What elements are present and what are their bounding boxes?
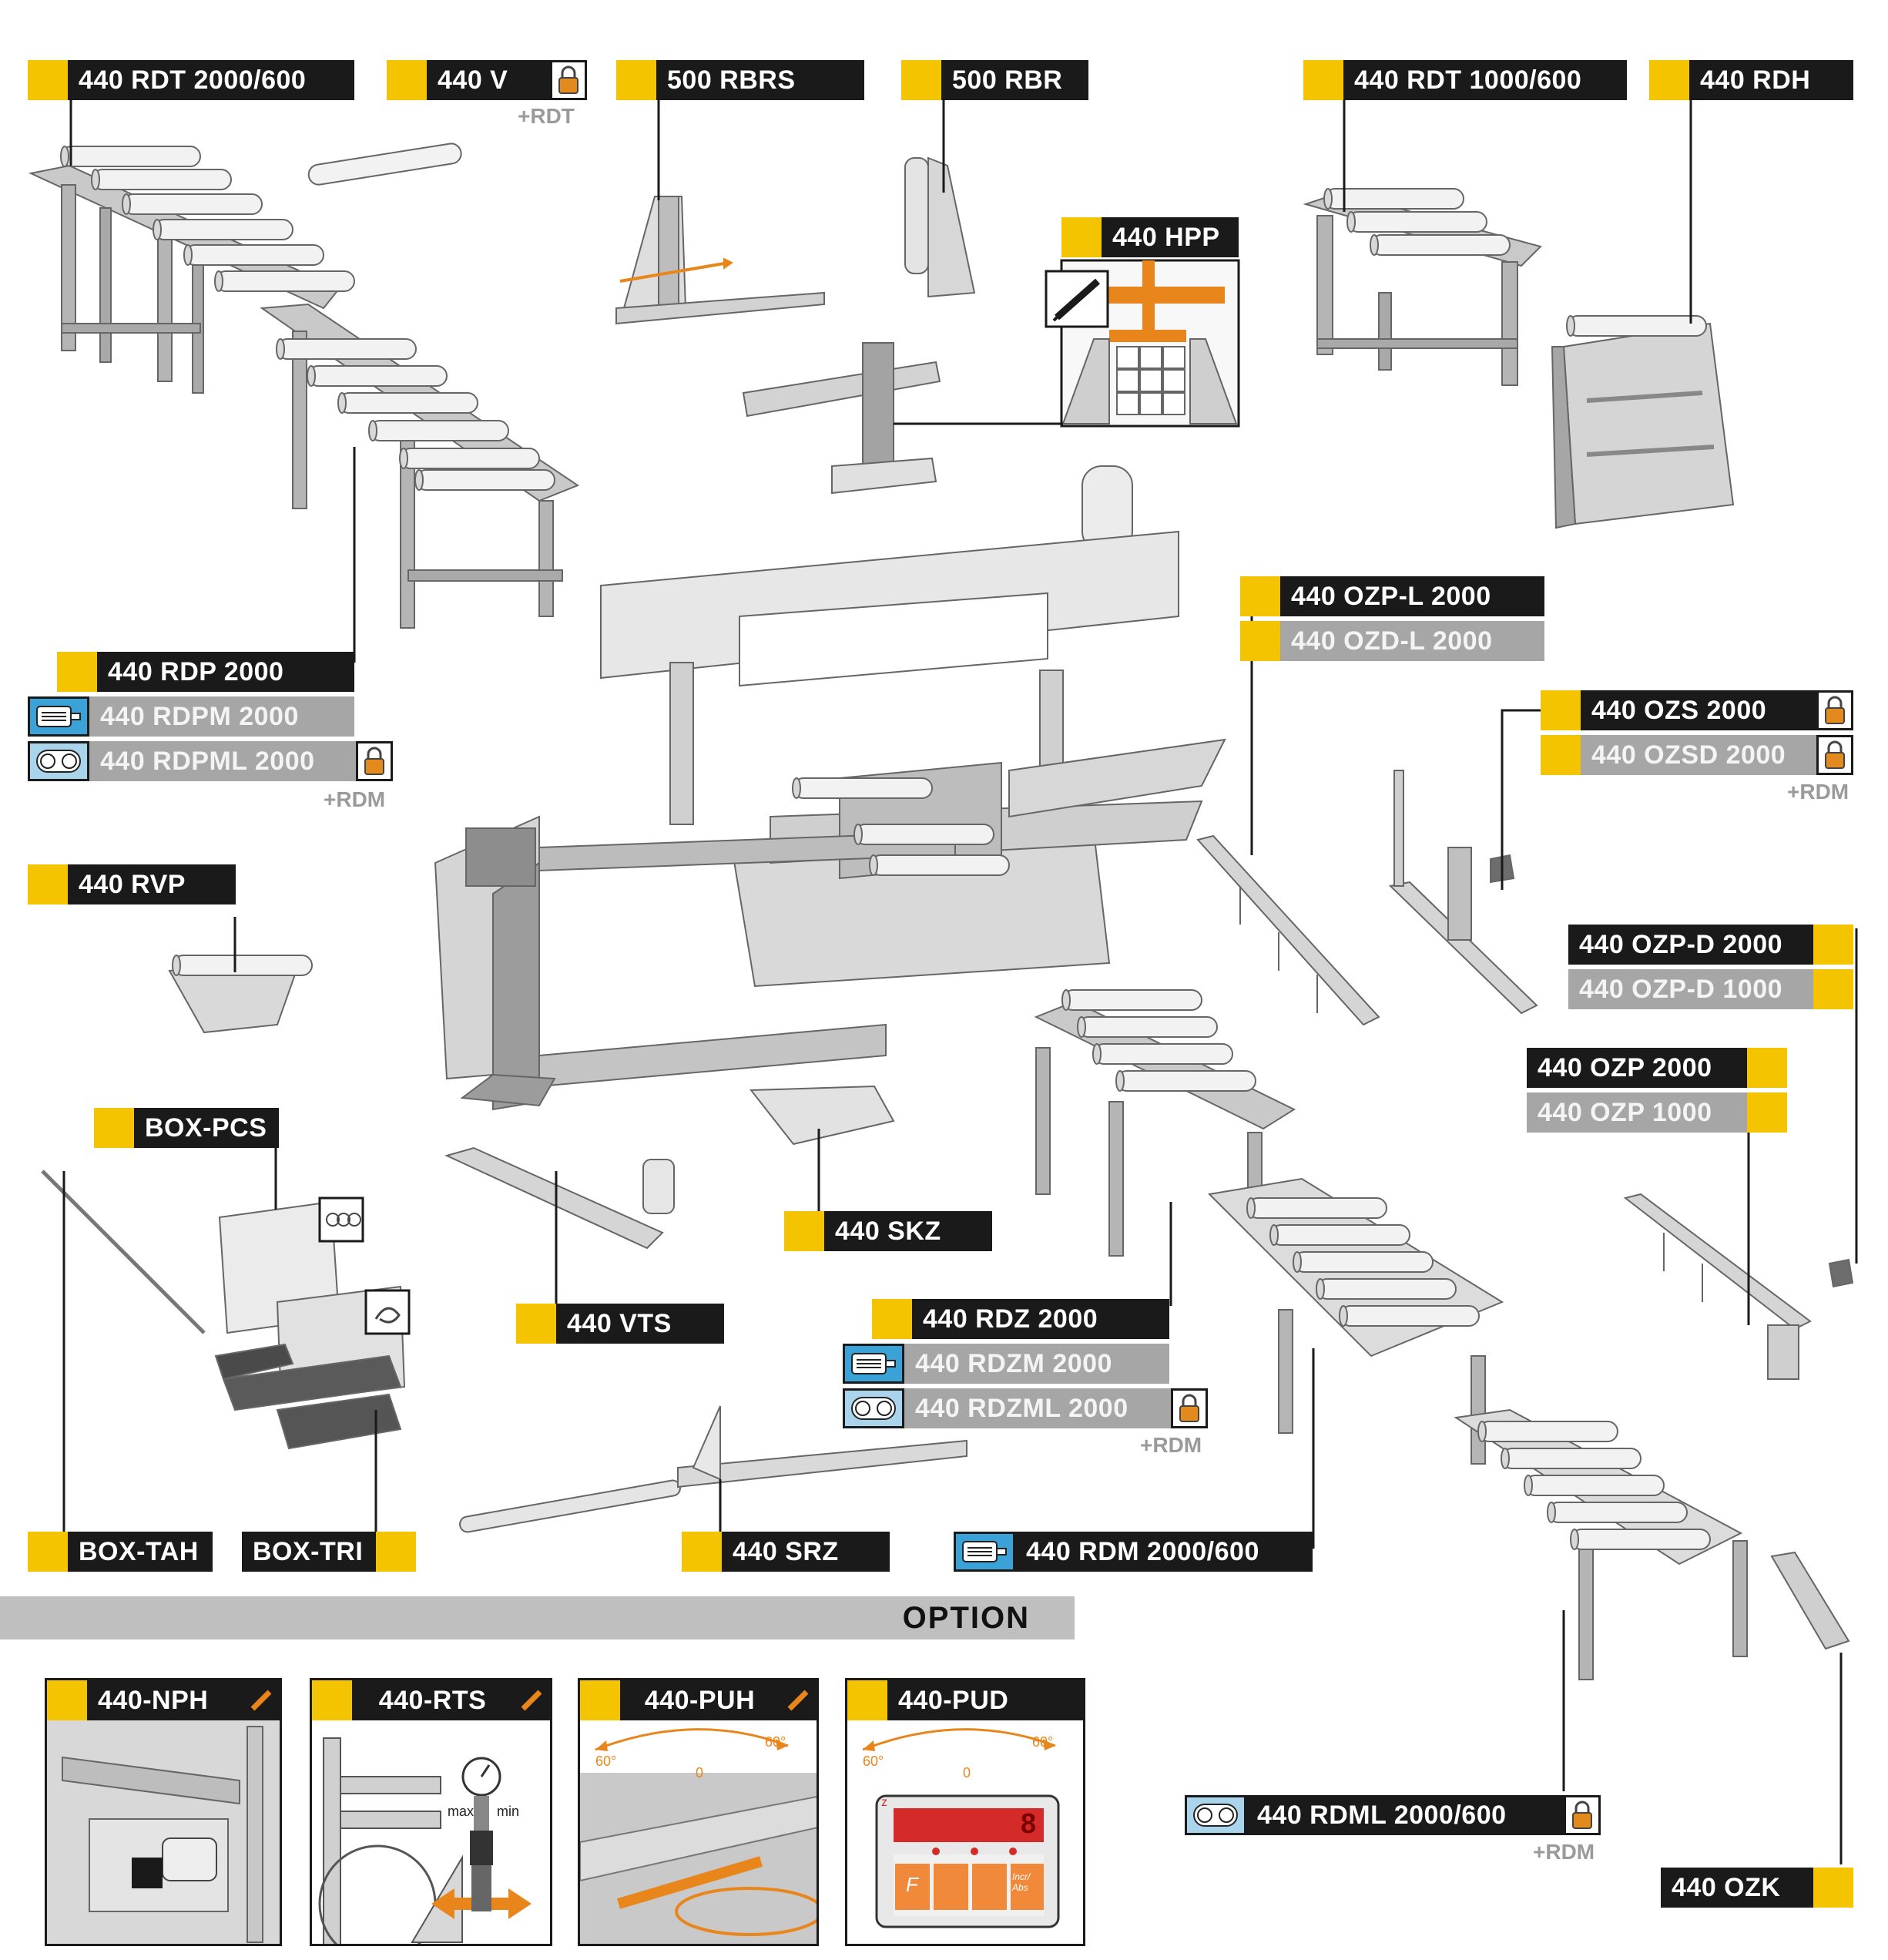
lock-icon [356,741,393,781]
panel-label-pud: 440-PUD [847,1680,1083,1720]
suffix-rdt: +RDT [518,104,575,128]
label-ozs: 440 OZS 2000 [1541,690,1853,730]
rdt-2000-conveyor [28,164,580,629]
label-rdp: 440 RDP 2000 [57,652,354,692]
label-rdzml: 440 RDZML 2000 [843,1388,1208,1428]
label-ozp-l: 440 OZP-L 2000 [1240,576,1544,616]
label-rdh: 440 RDH [1649,60,1853,100]
rts-illustration [312,1680,550,1944]
panel-label-nph: 440-NPH [47,1680,280,1720]
chip-coil-icon [364,1289,411,1335]
rbr-stop [904,156,976,298]
panel-label-puh: 440-PUH [580,1680,817,1720]
label-rdz: 440 RDZ 2000 [872,1299,1169,1339]
option-section-header: OPTION [0,1596,1075,1639]
label-ozd-l: 440 OZD-L 2000 [1240,621,1544,661]
angle-right-label: 60° [1032,1734,1054,1750]
label-rdm: 440 RDM 2000/600 [954,1532,1313,1572]
label-ozp-d-1000: 440 OZP-D 1000 [1568,969,1853,1009]
label-skz: 440 SKZ [784,1211,992,1251]
lock-icon [1171,1388,1208,1428]
leader-lines [62,100,1858,1864]
label-rbr: 500 RBR [901,60,1088,100]
option-panel-nph: 440-NPH [45,1678,282,1946]
label-v: 440 V [387,60,587,100]
label-rvp: 440 RVP [28,864,236,904]
suffix-rdm: +RDM [1140,1433,1202,1457]
pud-illustration [847,1680,1083,1944]
ozp-ruler [1623,1193,1854,1380]
srz-stop-rail [459,1405,967,1533]
pencil-icon [513,1680,550,1720]
option-panel-pud: 440-PUD 60° 0 60° z 8 F Incr/ Abs [845,1678,1085,1946]
pencil-icon [780,1680,817,1720]
motor-icon [954,1532,1015,1572]
angle-left-label: 60° [595,1754,617,1769]
hpp-vertical-clamp [742,342,941,495]
key-f-label: F [906,1873,918,1896]
rdh-stand [1551,322,1735,529]
angle-right-label: 60° [765,1734,786,1750]
angle-left-label: 60° [863,1754,884,1769]
angle-center-label: 0 [696,1765,704,1780]
label-box-tri: BOX-TRI [242,1532,416,1572]
panel-label-rts: 440-RTS [312,1680,550,1720]
chain-drive-icon [1185,1795,1246,1835]
label-hpp: 440 HPP [1061,217,1239,257]
option-panel-puh: 440-PUH 60° 0 60° [578,1678,819,1946]
label-ozp-2000: 440 OZP 2000 [1527,1048,1787,1088]
chain-drive-icon [28,741,89,781]
ozp-l-ruler [1196,834,1380,1026]
gauge-min-label: min [497,1804,520,1819]
motor-icon [28,696,89,737]
lock-icon [1816,735,1853,775]
label-ozp-d-2000: 440 OZP-D 2000 [1568,925,1853,965]
skz-plate [749,1085,895,1146]
label-ozsd: 440 OZSD 2000 [1541,735,1853,775]
label-rdt-2000: 440 RDT 2000/600 [28,60,354,100]
suffix-rdm: +RDM [1533,1840,1595,1864]
chain-drive-icon [843,1388,904,1428]
pencil-icon [243,1680,280,1720]
suffix-rdm: +RDM [324,787,386,811]
hydraulic-cylinder-icon [1045,270,1109,328]
v-roller [307,143,462,186]
label-rdzm: 440 RDZM 2000 [843,1344,1169,1384]
rbrs-stop [615,196,825,325]
label-rdpml: 440 RDPML 2000 [28,741,393,781]
label-rdml: 440 RDML 2000/600 [1185,1795,1601,1835]
motor-icon [843,1344,904,1384]
label-ozk: 440 OZK [1661,1868,1853,1908]
angle-center-label: 0 [963,1765,971,1780]
option-panel-rts: 440-RTS max min [310,1678,552,1946]
chip-bin-icon [318,1196,364,1243]
display-value: 8 [1021,1807,1037,1839]
label-vts: 440 VTS [516,1304,724,1344]
ozs-stop [1388,770,1538,1015]
label-srz: 440 SRZ [682,1532,890,1572]
key-abs-label: Incr/ Abs [1012,1871,1031,1893]
vts-chip-conveyor [444,1146,675,1250]
puh-illustration [580,1680,817,1944]
label-ozp-1000: 440 OZP 1000 [1527,1092,1787,1133]
lock-icon [1564,1795,1601,1835]
nph-illustration [47,1680,280,1944]
label-rbrs: 500 RBRS [616,60,864,100]
label-box-tah: BOX-TAH [28,1532,213,1572]
gauge-max-label: max [448,1804,475,1819]
lock-icon [1816,690,1853,730]
bandsaw-machine [434,465,1226,1111]
label-rdt-1000: 440 RDT 1000/600 [1303,60,1627,100]
suffix-rdm: +RDM [1787,780,1849,804]
label-rdpm: 440 RDPM 2000 [28,696,354,737]
lock-icon [550,60,587,100]
label-box-pcs: BOX-PCS [94,1108,279,1148]
display-axis-label: z [881,1796,887,1809]
option-title: OPTION [902,1601,1030,1635]
